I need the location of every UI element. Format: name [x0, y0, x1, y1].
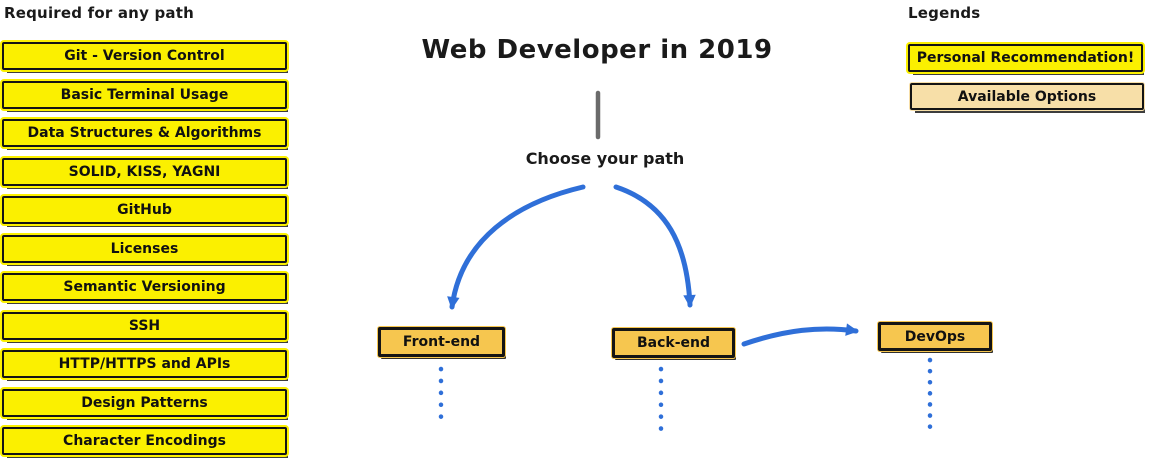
required-item: Data Structures & Algorithms: [2, 119, 287, 147]
legends-title: Legends: [908, 4, 981, 22]
required-item: Licenses: [2, 234, 287, 263]
legend-available-options: Available Options: [910, 83, 1144, 110]
required-item: Character Encodings: [2, 427, 287, 455]
arrow-backend-to-devops: [741, 323, 859, 347]
required-item: Semantic Versioning: [2, 273, 287, 301]
required-item: Basic Terminal Usage: [2, 80, 287, 109]
choose-path-label: Choose your path: [525, 149, 685, 168]
page-title: Web Developer in 2019: [421, 35, 773, 65]
required-section-title: Required for any path: [4, 4, 194, 22]
required-item: HTTP/HTTPS and APIs: [2, 350, 287, 378]
arrow-to-frontend: [447, 184, 586, 310]
required-item: Design Patterns: [2, 388, 287, 417]
backend-node: Back-end: [612, 328, 735, 358]
arrow-to-backend: [613, 184, 696, 308]
required-item: GitHub: [2, 196, 287, 224]
devops-node: DevOps: [878, 322, 992, 351]
required-item: SOLID, KISS, YAGNI: [2, 157, 287, 186]
required-item: Git - Version Control: [2, 42, 287, 70]
frontend-node: Front-end: [378, 327, 505, 357]
legend-personal-recommendation: Personal Recommendation!: [908, 44, 1143, 72]
required-item: SSH: [2, 311, 287, 340]
